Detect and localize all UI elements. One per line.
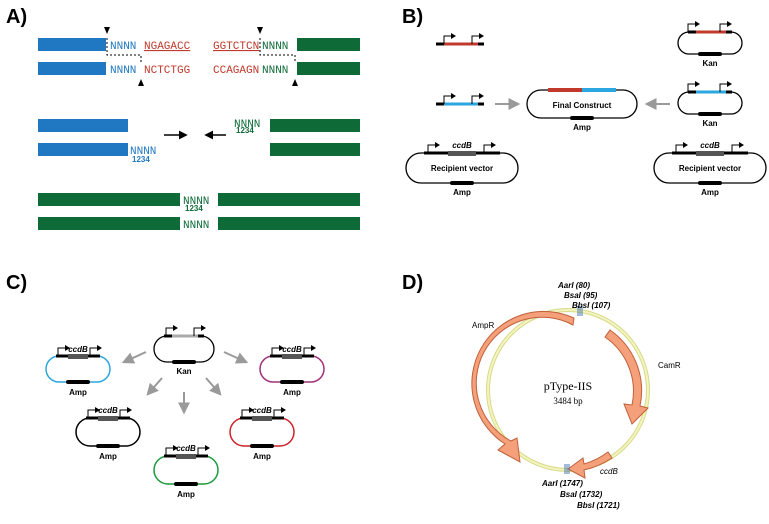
resistance-label: Amp: [177, 490, 195, 499]
overhang-index: 1234: [185, 204, 203, 213]
dna-bar-green: [218, 217, 360, 230]
site-label: AarI (1747): [541, 479, 583, 488]
cut-site-marker-icon: [292, 79, 298, 86]
panel-a-label: A): [6, 6, 28, 28]
plasmid-size: 3484 bp: [553, 396, 583, 406]
cut-site-marker-icon: [257, 27, 263, 34]
resistance-label: Amp: [453, 188, 471, 197]
recognition-site: CCAGAGN: [213, 65, 259, 77]
ccdb-label: ccdB: [700, 141, 720, 150]
panel-a: NNNN NGAGACC NNNN NCTCTGG GGTCTCN NNNN C…: [38, 27, 360, 232]
ccdb-gene-label: ccdB: [600, 467, 618, 476]
overhang-seq: NNNN: [262, 65, 288, 77]
panel-c-label: C): [6, 272, 28, 294]
resistance-label: Amp: [99, 452, 117, 461]
resistance-label: Amp: [573, 123, 591, 132]
linear-part-blue: [436, 93, 484, 106]
dna-bar-blue: [38, 119, 128, 132]
recipient-plasmid-blue: ccdB Amp: [45, 345, 111, 397]
flow-arrow: [205, 377, 222, 396]
dna-bar-blue: [38, 38, 106, 51]
site-label: BsaI (95): [564, 291, 598, 300]
ccdb-label: ccdB: [452, 141, 472, 150]
cut-site-marker-icon: [138, 79, 144, 86]
ampr-label: AmpR: [472, 321, 494, 330]
dna-bar-green: [270, 143, 360, 156]
overhang-seq: NNNN: [183, 196, 209, 208]
dna-bar-blue: [38, 62, 106, 75]
dna-bar-green: [218, 193, 360, 206]
ccdb-label: ccdB: [98, 406, 118, 415]
kan-plasmid-blue: Kan: [677, 81, 743, 128]
camr-label: CamR: [658, 361, 681, 370]
recipient-plasmid-red: ccdB Amp: [229, 406, 295, 461]
final-construct: Final Construct Amp: [526, 88, 638, 132]
ccdb-label: ccdB: [68, 345, 88, 354]
overhang-index: 1234: [236, 126, 254, 135]
site-label: BbsI (107): [572, 301, 611, 310]
resistance-label: Amp: [701, 188, 719, 197]
recipient-plasmid-green: ccdB Amp: [153, 444, 219, 499]
resistance-label: Kan: [702, 119, 717, 128]
resistance-label: Kan: [176, 367, 191, 376]
flow-arrow: [223, 351, 249, 364]
ampr-gene-arrow: [471, 310, 575, 463]
recipient-plasmid-black: ccdB Amp: [75, 406, 141, 461]
vector-label: Recipient vector: [431, 164, 493, 173]
panel-c: Kan ccdB Amp c: [45, 325, 325, 499]
resistance-label: Amp: [253, 452, 271, 461]
vector-label: Recipient vector: [679, 164, 741, 173]
dna-bar-green: [297, 38, 360, 51]
dna-bar-blue: [38, 143, 128, 156]
recipient-vector-right: ccdB Recipient vector Amp: [653, 141, 767, 197]
site-label: BbsI (1721): [577, 501, 620, 510]
panel-b-label: B): [402, 6, 424, 28]
ccdb-label: ccdB: [252, 406, 272, 415]
ccdb-label: ccdB: [282, 345, 302, 354]
cut-site-marker-icon: [104, 27, 110, 34]
panel-d: AarI (80) BsaI (95) BbsI (107) AmpR CamR…: [471, 281, 681, 510]
dna-bar-green: [297, 62, 360, 75]
dna-bar-green: [38, 193, 180, 206]
recognition-site: GGTCTCN: [213, 41, 259, 53]
flow-arrow: [146, 377, 163, 396]
recipient-plasmid-purple: ccdB Amp: [259, 345, 325, 397]
restriction-site-ticks-top: [577, 306, 583, 316]
resistance-label: Amp: [69, 388, 87, 397]
overhang-seq: NNNN: [130, 146, 156, 158]
kan-plasmid-red: Kan: [677, 21, 743, 68]
site-label: AarI (80): [557, 281, 590, 290]
recipient-vector-left: ccdB Recipient vector Amp: [405, 141, 519, 197]
resistance-label: Kan: [702, 59, 717, 68]
restriction-site-ticks-bottom: [564, 464, 570, 474]
kan-plasmid-gray: Kan: [153, 325, 215, 376]
overhang-seq: NNNN: [110, 41, 136, 53]
overhang-seq: NNNN: [183, 220, 209, 232]
site-label: BsaI (1732): [560, 490, 603, 499]
plasmid-name: pType-IIS: [544, 379, 592, 393]
recognition-site: NGAGACC: [144, 41, 191, 53]
resistance-label: Amp: [283, 388, 301, 397]
overhang-seq: NNNN: [110, 65, 136, 77]
dna-bar-green: [38, 217, 180, 230]
construct-label: Final Construct: [553, 101, 612, 110]
flow-arrow: [121, 351, 147, 364]
overhang-seq: NNNN: [262, 41, 288, 53]
panel-b: Kan Kan Final Construct Amp: [405, 21, 767, 197]
overhang-seq: NNNN: [234, 119, 260, 131]
camr-gene-arrow: [604, 329, 649, 425]
linear-part-red: [436, 33, 484, 46]
ccdb-label: ccdB: [176, 444, 196, 453]
ccdb-gene-arrow: [567, 451, 613, 479]
dna-bar-green: [270, 119, 360, 132]
recognition-site: NCTCTGG: [144, 65, 190, 77]
overhang-index: 1234: [132, 155, 150, 164]
panel-d-label: D): [402, 272, 424, 294]
